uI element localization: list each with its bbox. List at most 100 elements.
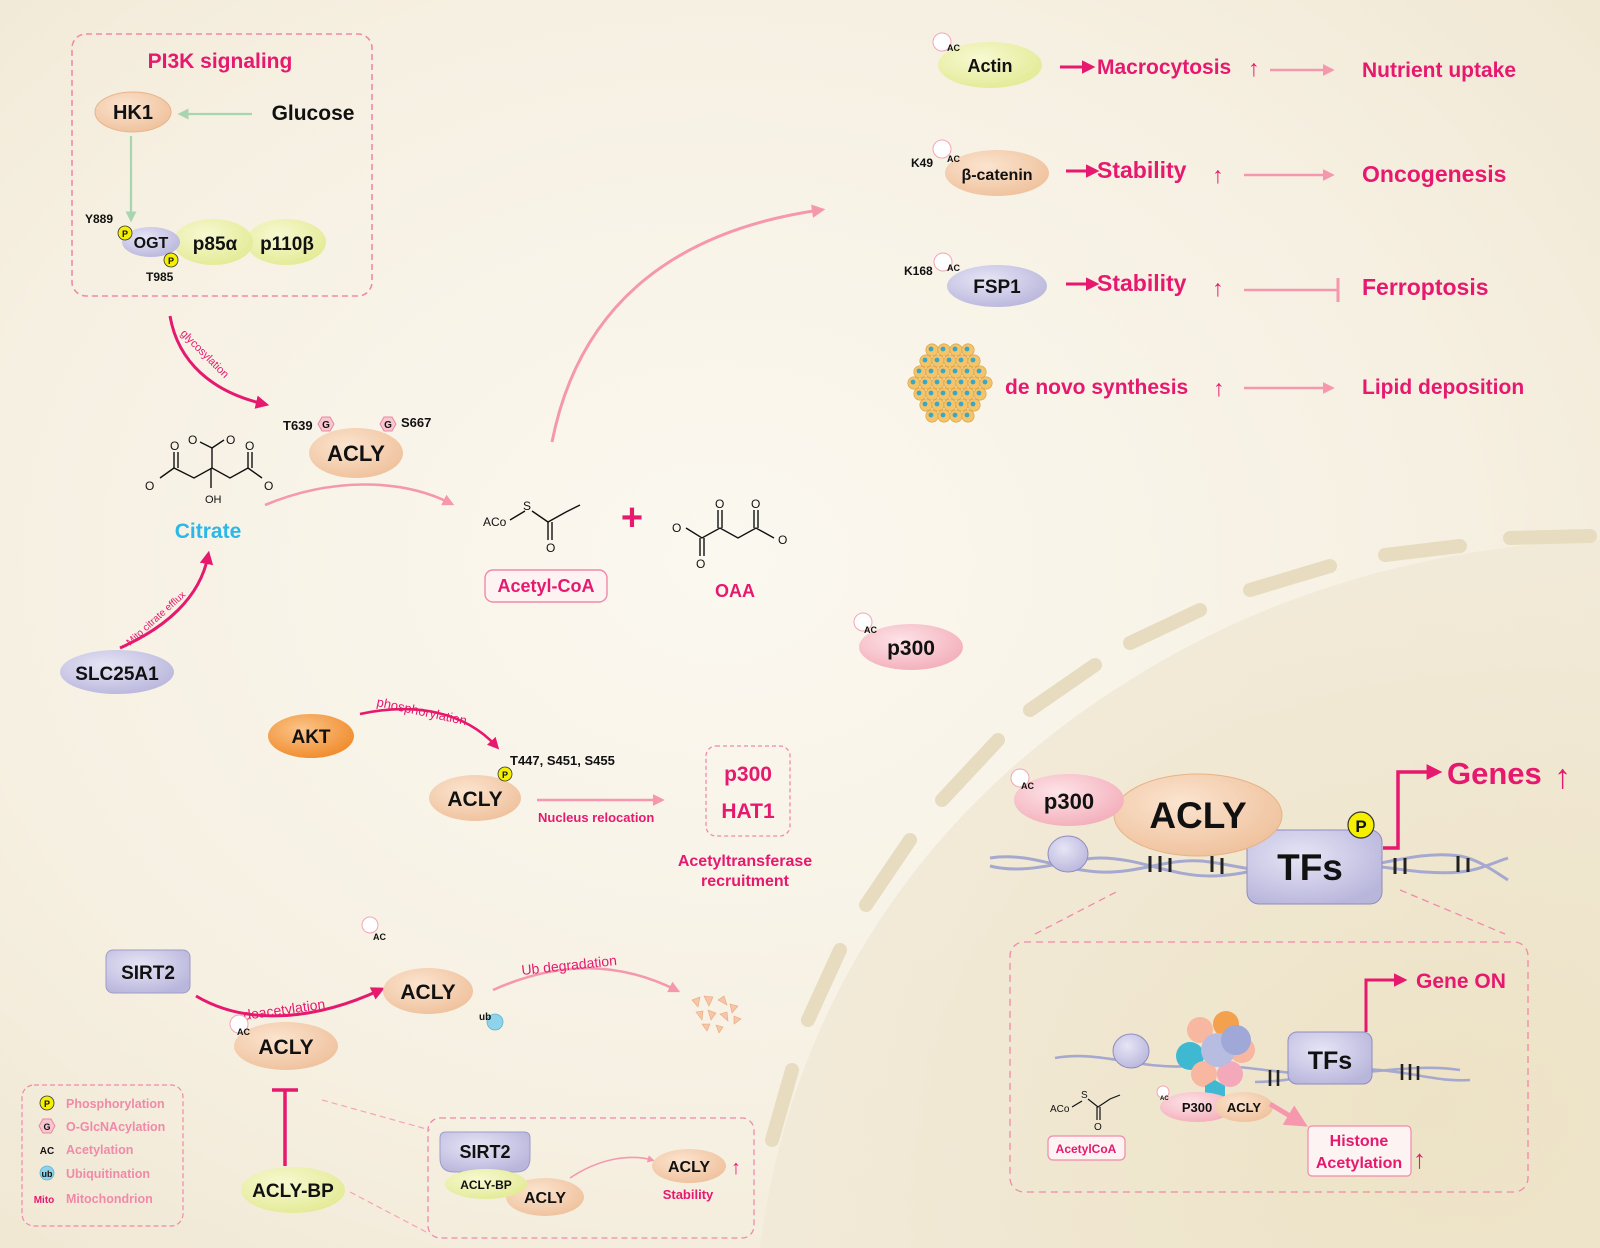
p110-label: p110β xyxy=(260,234,314,255)
legend-mitochondrion: Mito Mitochondrion xyxy=(34,1192,153,1206)
genes-label: Genes xyxy=(1447,756,1542,791)
svg-text:ub: ub xyxy=(42,1169,53,1179)
inset-stability-label: Stability xyxy=(663,1187,714,1202)
tfs-inset-node xyxy=(1287,1031,1373,1085)
citrate-o4: O xyxy=(226,433,235,447)
fsp1-label: FSP1 xyxy=(973,277,1021,298)
site-t985: T985 xyxy=(146,270,174,284)
glycosylation-arrow xyxy=(168,315,270,409)
svg-text:P: P xyxy=(1355,817,1366,836)
svg-text:G: G xyxy=(43,1122,50,1132)
acetylcoa-aco: ACo xyxy=(483,515,507,529)
svg-text:↑: ↑ xyxy=(1248,55,1260,81)
p85-node xyxy=(173,219,253,265)
sirt2-node xyxy=(105,949,191,994)
lipid-droplet-core xyxy=(952,412,958,418)
svg-text:ACo: ACo xyxy=(1050,1104,1070,1115)
nucleus-inset-box xyxy=(1009,941,1529,1193)
p300-free-label: p300 xyxy=(887,637,935,660)
svg-text:↑: ↑ xyxy=(1212,162,1224,188)
glucose-label: Glucose xyxy=(272,102,355,125)
site-k168: K168 xyxy=(904,264,933,278)
p300-nucleus-node xyxy=(1014,774,1124,826)
histone-line1: Histone xyxy=(1330,1133,1389,1150)
histone-line2: Acetylation xyxy=(1316,1155,1402,1172)
stability-label-2: Stability xyxy=(1097,270,1187,296)
acetylcoa-o: O xyxy=(546,541,555,555)
svg-text:Mito: Mito xyxy=(34,1195,55,1206)
lipid-droplet-core xyxy=(928,390,934,396)
acly-ac-badge: AC xyxy=(237,1027,250,1037)
inset-acly-out-label: ACLY xyxy=(668,1159,710,1176)
svg-text:AC: AC xyxy=(40,1146,54,1157)
ogt-label: OGT xyxy=(134,235,169,252)
citrate-to-acetylcoa-arrow xyxy=(264,483,455,507)
svg-text:↑: ↑ xyxy=(1413,1144,1426,1174)
de-novo-synthesis-label: de novo synthesis xyxy=(1005,376,1188,399)
nucleosome-main xyxy=(1047,835,1089,873)
nutrient-uptake-label: Nutrient uptake xyxy=(1362,59,1516,82)
akt-label: AKT xyxy=(291,727,330,748)
svg-text:O-GlcNAcylation: O-GlcNAcylation xyxy=(66,1120,165,1134)
site-s667: S667 xyxy=(401,415,431,430)
lipid-droplet-core xyxy=(970,357,976,363)
citrate-o3: O xyxy=(188,433,197,447)
phospho-badge-akt-sites: P xyxy=(497,766,513,782)
glcnac-badge-t639: G xyxy=(317,416,335,432)
svg-text:Mitochondrion: Mitochondrion xyxy=(66,1192,153,1206)
acetylcoa-s: S xyxy=(523,499,531,513)
acetyltransferase-line1: Acetyltransferase xyxy=(678,853,812,870)
lipid-droplet-core xyxy=(916,368,922,374)
p300-free-ac-badge: AC xyxy=(864,625,877,635)
plus-sign: + xyxy=(621,497,643,539)
glcnac-badge-s667: G xyxy=(379,416,397,432)
histone-acetylation-arrow xyxy=(1268,1101,1308,1127)
acly-phospho-label: ACLY xyxy=(447,788,502,811)
stability-inset-box xyxy=(427,1117,755,1239)
ub-degradation-arrow xyxy=(492,966,681,993)
svg-text:Phosphorylation: Phosphorylation xyxy=(66,1097,165,1111)
acly-main-label: ACLY xyxy=(1149,795,1247,836)
site-t639: T639 xyxy=(283,418,313,433)
tfs-main-label: TFs xyxy=(1277,847,1343,888)
oaa-structure xyxy=(685,510,775,556)
legend-glcnacylation: G O-GlcNAcylation xyxy=(38,1118,165,1134)
lipid-droplet-core xyxy=(940,346,946,352)
acetylcoa-inset-structure xyxy=(1071,1094,1121,1120)
p110-node xyxy=(246,219,326,265)
mito-efflux-label: Mito citrate efflux xyxy=(125,590,188,649)
dna-rungs-inset xyxy=(1268,1064,1420,1086)
svg-text:↑: ↑ xyxy=(1213,375,1225,401)
nucleosome-inset xyxy=(1112,1033,1150,1069)
lipid-droplet-core xyxy=(952,390,958,396)
svg-text:P: P xyxy=(502,770,508,780)
svg-text:Ubiquitination: Ubiquitination xyxy=(66,1167,150,1181)
histone-octamer xyxy=(1176,1011,1255,1102)
site-y889: Y889 xyxy=(85,212,113,226)
p85-label: p85α xyxy=(193,234,238,255)
actin-label: Actin xyxy=(968,56,1013,76)
lipid-droplet-core xyxy=(976,390,982,396)
lipid-droplet-core xyxy=(964,346,970,352)
lipid-droplet-cluster xyxy=(907,343,993,423)
lipid-droplet-core xyxy=(946,357,952,363)
lipid-droplet-core xyxy=(934,357,940,363)
lipid-droplet-core xyxy=(970,379,976,385)
outcome-fsp1-row: K168 AC FSP1 Stability ↑ Ferroptosis xyxy=(904,252,1489,307)
dna-rungs-main xyxy=(1148,856,1470,874)
lipid-droplet-core xyxy=(976,368,982,374)
p300-inset-node xyxy=(1160,1092,1234,1122)
lipid-droplet-core xyxy=(910,379,916,385)
lipid-droplet-core xyxy=(928,346,934,352)
nucleus-relocation-label: Nucleus relocation xyxy=(538,810,654,825)
phospho-badge-y889: P xyxy=(117,225,133,241)
deacetylation-arrow xyxy=(195,987,385,1018)
pi3k-title: PI3K signaling xyxy=(148,50,293,73)
legend-box xyxy=(21,1084,184,1227)
deacetylation-label: deacetylation xyxy=(242,996,326,1023)
acly-deac-label: ACLY xyxy=(400,981,455,1004)
recruitment-box xyxy=(705,745,791,837)
citrate-label: Citrate xyxy=(175,520,242,543)
mito-efflux-arrow xyxy=(119,550,214,650)
